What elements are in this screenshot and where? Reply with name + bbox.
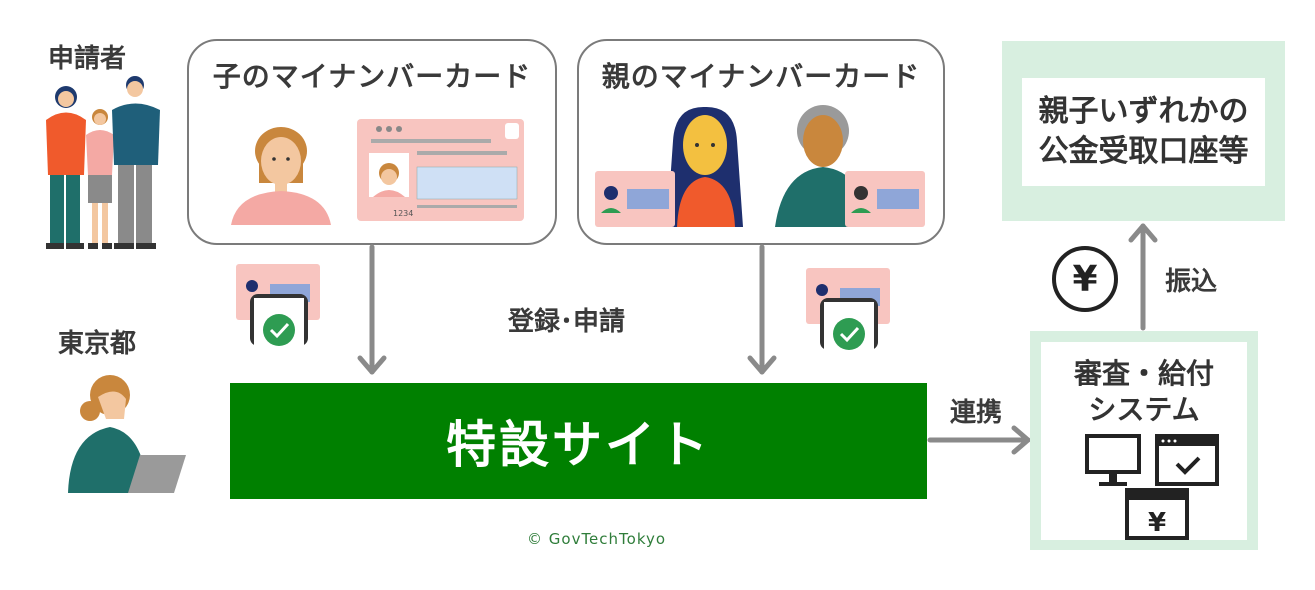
phone-card-icon-right xyxy=(806,268,890,350)
transfer-label: 振込 xyxy=(1165,267,1218,297)
parents-illustration xyxy=(595,105,925,227)
arrowhead-child xyxy=(357,355,387,375)
yen-icon: ¥ xyxy=(1052,246,1118,312)
arrowhead-account xyxy=(1128,223,1158,243)
phone-card-icon-left xyxy=(236,264,320,346)
child-card-title: 子のマイナンバーカード xyxy=(212,60,532,93)
family-illustration xyxy=(46,76,160,249)
monitor-icon xyxy=(1085,434,1141,486)
child-mynumber-card: 1234 xyxy=(357,119,524,221)
system-box-inner: 審査・給付 システム ¥ xyxy=(1041,342,1247,540)
system-line1: 審査・給付 xyxy=(1073,357,1214,390)
yen-window-icon: ¥ xyxy=(1125,488,1189,540)
system-icons: ¥ xyxy=(1085,434,1219,540)
check-window-icon xyxy=(1155,434,1219,486)
arrowhead-parent xyxy=(747,355,777,375)
special-site-bar[interactable]: 特設サイト xyxy=(230,383,927,499)
staff-illustration xyxy=(68,375,186,493)
arrowhead-system xyxy=(1011,425,1031,455)
child-avatar xyxy=(231,127,331,225)
card-details xyxy=(369,123,519,208)
child-card-panel: 子のマイナンバーカード 1234 xyxy=(187,39,557,245)
applicant-label: 申請者 xyxy=(48,44,127,74)
yen-window-glyph: ¥ xyxy=(1148,508,1166,538)
system-title: 審査・給付 システム xyxy=(1041,356,1247,428)
account-box: 親子いずれかの 公金受取口座等 xyxy=(1002,41,1285,221)
system-line2: システム xyxy=(1088,393,1200,426)
register-label: 登録･申請 xyxy=(508,307,626,337)
card-number: 1234 xyxy=(393,209,414,218)
parent-card-title: 親のマイナンバーカード xyxy=(601,60,921,93)
link-label: 連携 xyxy=(950,398,1003,428)
account-line1: 親子いずれかの xyxy=(1038,94,1249,129)
system-box: 審査・給付 システム ¥ xyxy=(1030,331,1258,550)
account-line2: 公金受取口座等 xyxy=(1038,134,1249,169)
account-box-inner: 親子いずれかの 公金受取口座等 xyxy=(1022,78,1265,186)
copyright: © GovTechTokyo xyxy=(527,530,667,548)
parent-card-panel: 親のマイナンバーカード xyxy=(577,39,945,245)
tokyo-label: 東京都 xyxy=(58,329,137,359)
special-site-label: 特設サイト xyxy=(446,416,711,474)
